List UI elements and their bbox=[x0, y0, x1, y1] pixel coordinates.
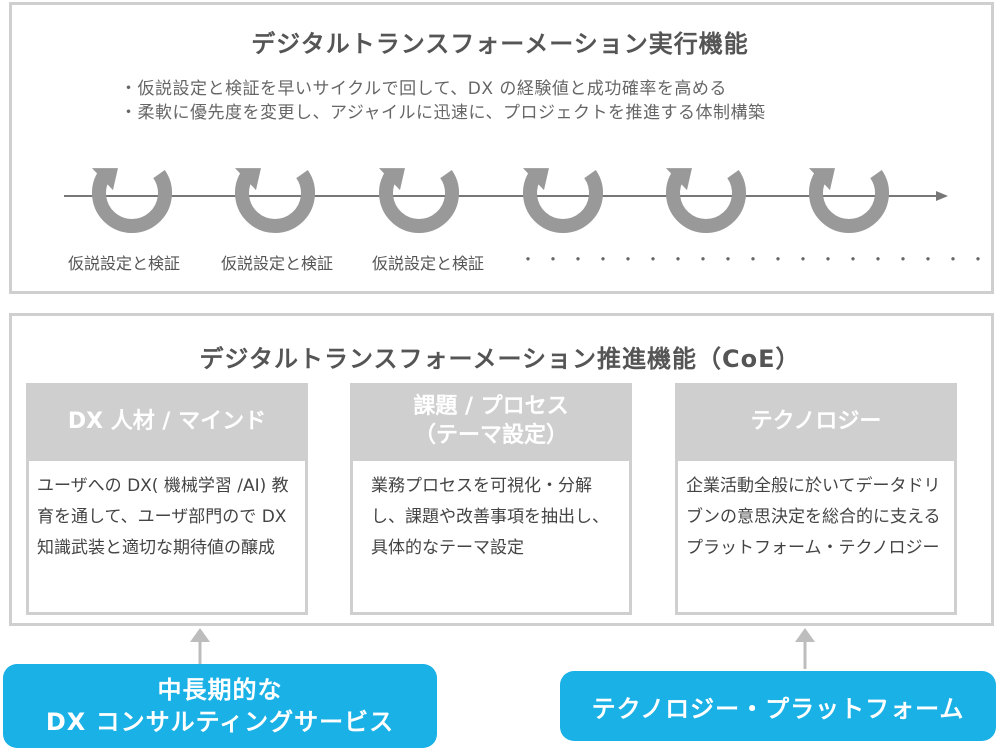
column-heading: DX 人材 / マインド bbox=[67, 408, 267, 434]
cycle-arrow-icon bbox=[378, 168, 459, 233]
coe-column-technology: テクノロジー 企業活動全般に於いてデータドリブンの意思決定を総合的に支えるプラッ… bbox=[675, 383, 957, 615]
cycle-label: 仮説設定と検証 bbox=[221, 254, 334, 273]
cycle-label: 仮説設定と検証 bbox=[68, 254, 181, 273]
column-body: ユーザへの DX( 機械学習 /AI) 教育を通して、ユーザ部門ので DX 知識… bbox=[29, 461, 305, 612]
execution-bullet: ・仮説設定と検証を早いサイクルで回して、DX の経験値と成功確率を高める bbox=[120, 79, 727, 99]
column-body: 企業活動全般に於いてデータドリブンの意思決定を総合的に支えるプラットフォーム・テ… bbox=[678, 461, 954, 612]
cycle-arrow-icon bbox=[91, 168, 172, 233]
cycle-label: 仮説設定と検証 bbox=[372, 254, 485, 273]
execution-bullet: ・柔軟に優先度を変更し、アジャイルに迅速に、プロジェクトを推進する体制構築 bbox=[120, 103, 766, 123]
up-arrow-icon bbox=[190, 628, 210, 665]
cycle-arrow-icon bbox=[522, 168, 603, 233]
up-arrow-icon bbox=[795, 628, 815, 669]
execution-panel bbox=[9, 2, 994, 294]
coe-column-dx-talent: DX 人材 / マインド ユーザへの DX( 機械学習 /AI) 教育を通して、… bbox=[26, 383, 308, 615]
continuation-dots: ・・・・・・・・・・・・・・・・・・・・・ bbox=[520, 250, 1000, 269]
coe-title: デジタルトランスフォーメーション推進機能（CoE） bbox=[199, 345, 801, 373]
cycle-timeline bbox=[64, 168, 948, 233]
coe-column-issue-process: 課題 / プロセス（テーマ設定） 業務プロセスを可視化・分解し、課題や改善事項を… bbox=[350, 383, 632, 615]
column-heading: テクノロジー bbox=[750, 408, 882, 434]
column-heading: 課題 / プロセス（テーマ設定） bbox=[413, 394, 569, 448]
technology-platform-box: テクノロジー・プラットフォーム bbox=[560, 671, 996, 741]
column-body: 業務プロセスを可視化・分解し、課題や改善事項を抽出し、具体的なテーマ設定 bbox=[353, 461, 629, 612]
cycle-arrow-icon bbox=[665, 168, 746, 233]
cycle-arrow-icon bbox=[234, 168, 315, 233]
execution-title: デジタルトランスフォーメーション実行機能 bbox=[251, 30, 749, 58]
cycle-arrow-icon bbox=[808, 168, 889, 233]
